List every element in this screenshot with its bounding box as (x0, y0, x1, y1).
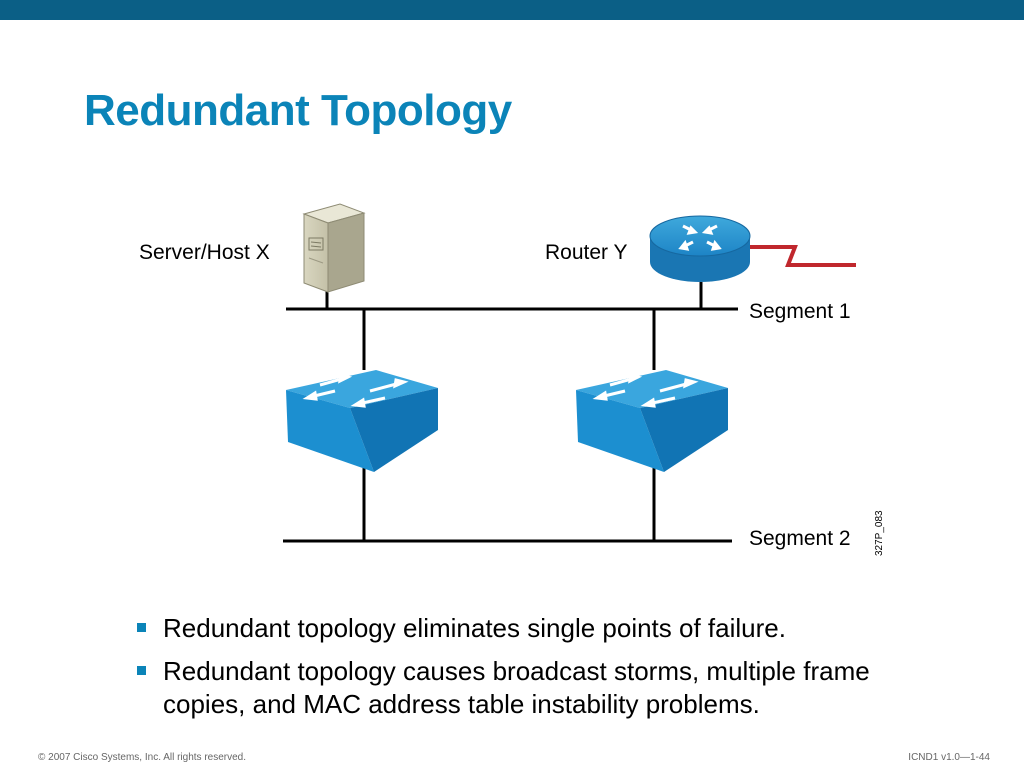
square-bullet-icon (137, 666, 146, 675)
wan-link-icon (750, 245, 856, 267)
footer-course-ref: ICND1 v1.0—1-44 (908, 752, 990, 763)
server-label: Server/Host X (139, 241, 270, 264)
top-bar (0, 0, 1024, 20)
bullet-item: Redundant topology eliminates single poi… (136, 612, 916, 645)
figure-code: 327P_083 (874, 510, 885, 556)
bullet-text: Redundant topology causes broadcast stor… (163, 656, 870, 719)
bullet-text: Redundant topology eliminates single poi… (163, 613, 786, 643)
switch-icon (576, 370, 728, 472)
segment-2-label: Segment 2 (749, 527, 851, 550)
bullet-item: Redundant topology causes broadcast stor… (136, 655, 916, 721)
router-label: Router Y (545, 241, 628, 264)
slide-title: Redundant Topology (84, 86, 512, 135)
bullet-list: Redundant topology eliminates single poi… (136, 612, 916, 731)
square-bullet-icon (137, 623, 146, 632)
server-icon (302, 203, 366, 293)
segment-1-label: Segment 1 (749, 300, 851, 323)
router-icon (649, 215, 751, 282)
switch-icon (286, 370, 438, 472)
footer-copyright: © 2007 Cisco Systems, Inc. All rights re… (38, 752, 247, 763)
